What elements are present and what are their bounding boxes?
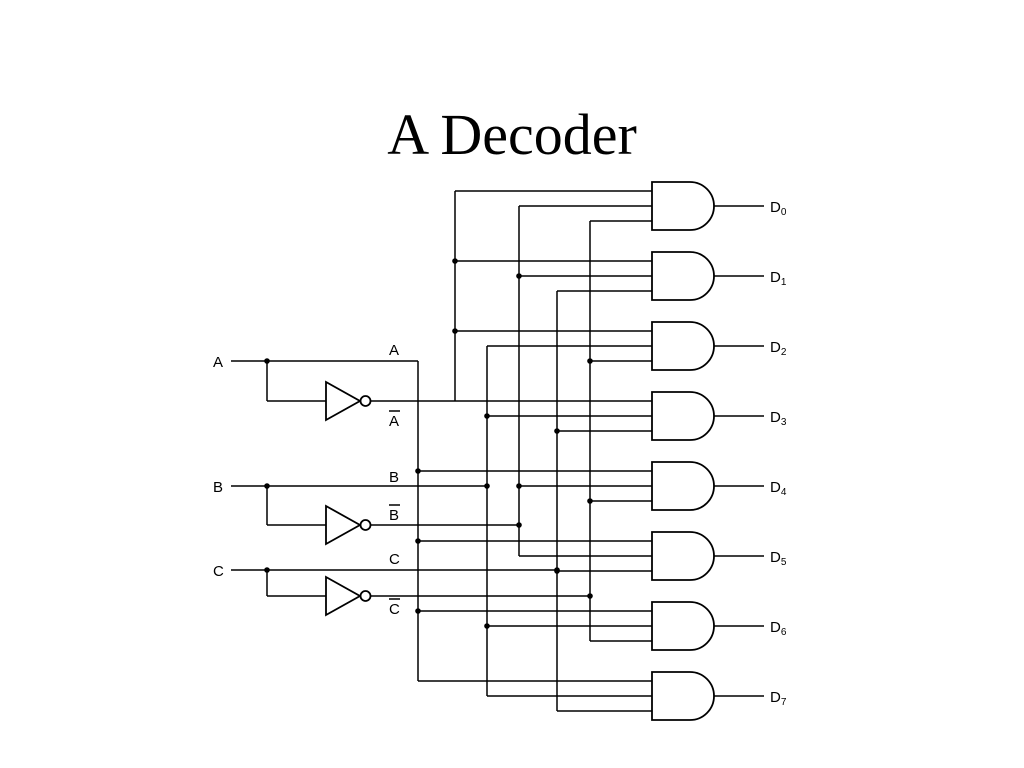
- junction-dot: [516, 522, 522, 528]
- junction-dot: [415, 608, 421, 614]
- junction-dot: [516, 273, 522, 279]
- and-gate: [651, 321, 715, 371]
- junction-dot: [452, 258, 458, 264]
- inverter-gate: [325, 504, 362, 546]
- slide-title: A Decoder: [387, 102, 637, 167]
- and-gate: [651, 181, 715, 231]
- junction-dot: [587, 358, 593, 364]
- output-label-d5: D5: [770, 549, 787, 568]
- junction-dot: [554, 567, 560, 573]
- inverter-bubble: [359, 395, 372, 407]
- junction-dot: [415, 538, 421, 544]
- inverter-bubble: [359, 519, 372, 531]
- output-label-d2: D2: [770, 339, 787, 358]
- output-label-d4: D4: [770, 479, 787, 498]
- junction-dot: [484, 413, 490, 419]
- output-label-d7: D7: [770, 689, 787, 708]
- rail-label-c: C: [389, 551, 400, 568]
- and-gate: [651, 671, 715, 721]
- rail-label-a: A: [389, 342, 399, 359]
- input-label-c: C: [213, 563, 224, 580]
- junction-dot: [554, 428, 560, 434]
- and-gate: [651, 391, 715, 441]
- output-label-d6: D6: [770, 619, 787, 638]
- junction-dot: [484, 483, 490, 489]
- and-gate: [651, 461, 715, 511]
- junction-dot: [587, 593, 593, 599]
- and-gate: [651, 601, 715, 651]
- and-gate: [651, 251, 715, 301]
- and-gate: [651, 531, 715, 581]
- input-label-a: A: [213, 354, 223, 371]
- inverter-gate: [325, 575, 362, 617]
- junction-dot: [516, 483, 522, 489]
- rail-label-b: B: [389, 469, 399, 486]
- output-label-d1: D1: [770, 269, 787, 288]
- junction-dot: [587, 498, 593, 504]
- rail-label-c-bar: C: [389, 601, 400, 618]
- junction-dot: [484, 623, 490, 629]
- output-label-d3: D3: [770, 409, 787, 428]
- inverter-bubble: [359, 590, 372, 602]
- rail-label-b-bar: B: [389, 507, 399, 524]
- rail-label-a-bar: A: [389, 413, 399, 430]
- input-label-b: B: [213, 479, 223, 496]
- inverter-gate: [325, 380, 362, 422]
- junction-dot: [452, 328, 458, 334]
- output-label-d0: D0: [770, 199, 787, 218]
- junction-dot: [415, 468, 421, 474]
